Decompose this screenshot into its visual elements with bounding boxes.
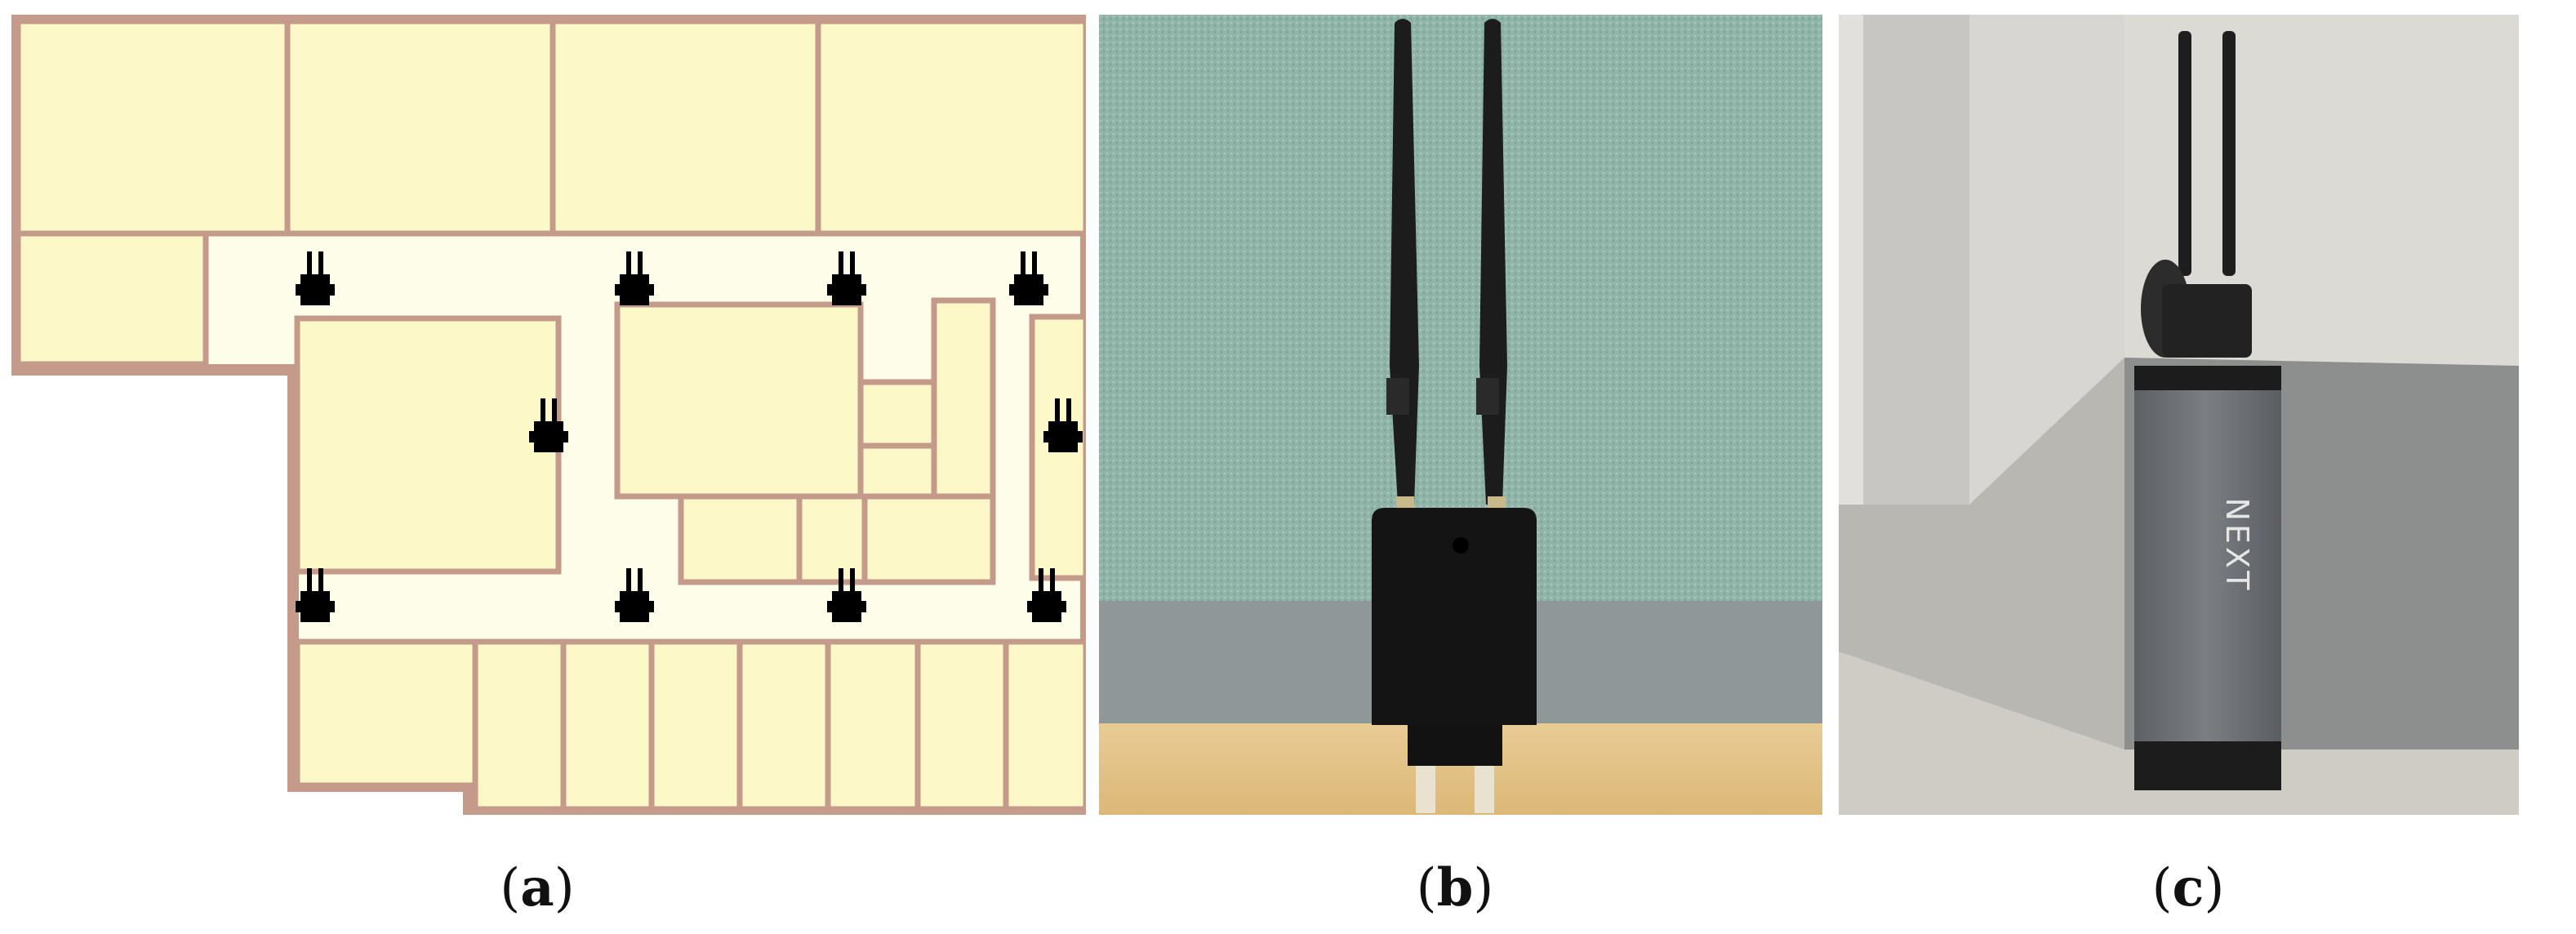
device-body bbox=[1372, 508, 1537, 725]
room bbox=[294, 315, 562, 575]
device-photo bbox=[1099, 15, 1822, 815]
caption-b: (b) bbox=[1416, 857, 1494, 918]
room bbox=[549, 18, 821, 237]
room bbox=[931, 297, 996, 500]
floor-plan-panel bbox=[11, 15, 1086, 815]
device-brand-label: NEXT bbox=[2219, 497, 2255, 593]
room bbox=[678, 493, 803, 585]
antenna bbox=[2178, 31, 2191, 276]
plug-pin bbox=[1475, 766, 1494, 813]
wall-plug-sensor-icon bbox=[1043, 398, 1083, 452]
floor-plan-drawing bbox=[11, 15, 1086, 815]
wall-plug-sensor-icon bbox=[529, 398, 568, 452]
room bbox=[1003, 638, 1086, 812]
room bbox=[15, 18, 291, 237]
installed-device-panel: NEXT bbox=[1839, 15, 2519, 815]
door-frame bbox=[1863, 15, 1969, 505]
wall-plug-sensor-icon bbox=[827, 568, 866, 622]
wall-plug-sensor-icon bbox=[296, 251, 335, 305]
caption-c: (c) bbox=[2151, 857, 2225, 918]
wall-plug-sensor-icon bbox=[296, 568, 335, 622]
room bbox=[284, 18, 556, 237]
wall-plug-sensor-icon bbox=[1027, 568, 1066, 622]
floor bbox=[1839, 652, 2519, 815]
room bbox=[857, 379, 937, 449]
room bbox=[15, 230, 209, 367]
room bbox=[736, 638, 831, 812]
plug-pin bbox=[1416, 766, 1435, 813]
room bbox=[861, 493, 996, 585]
installed-device-photo: NEXT bbox=[1839, 15, 2519, 815]
room bbox=[914, 638, 1009, 812]
room bbox=[825, 638, 921, 812]
antenna-pair bbox=[1386, 19, 1507, 513]
wall-plug-sensor-icon bbox=[827, 251, 866, 305]
room bbox=[614, 301, 864, 500]
room bbox=[857, 443, 937, 500]
fabric-partition bbox=[1099, 15, 1822, 601]
device-body bbox=[2134, 390, 2281, 741]
wall-plug-sensor-icon bbox=[1009, 251, 1048, 305]
antenna bbox=[2222, 31, 2236, 276]
device-port bbox=[1453, 537, 1469, 554]
room bbox=[648, 638, 743, 812]
room bbox=[294, 638, 478, 789]
wall-plug-sensor-icon bbox=[615, 568, 654, 622]
room bbox=[815, 18, 1086, 237]
wall-plug-sensor-icon bbox=[615, 251, 654, 305]
device-photo-panel bbox=[1099, 15, 1822, 815]
room bbox=[560, 638, 655, 812]
caption-a: (a) bbox=[500, 857, 575, 918]
room bbox=[472, 638, 567, 812]
